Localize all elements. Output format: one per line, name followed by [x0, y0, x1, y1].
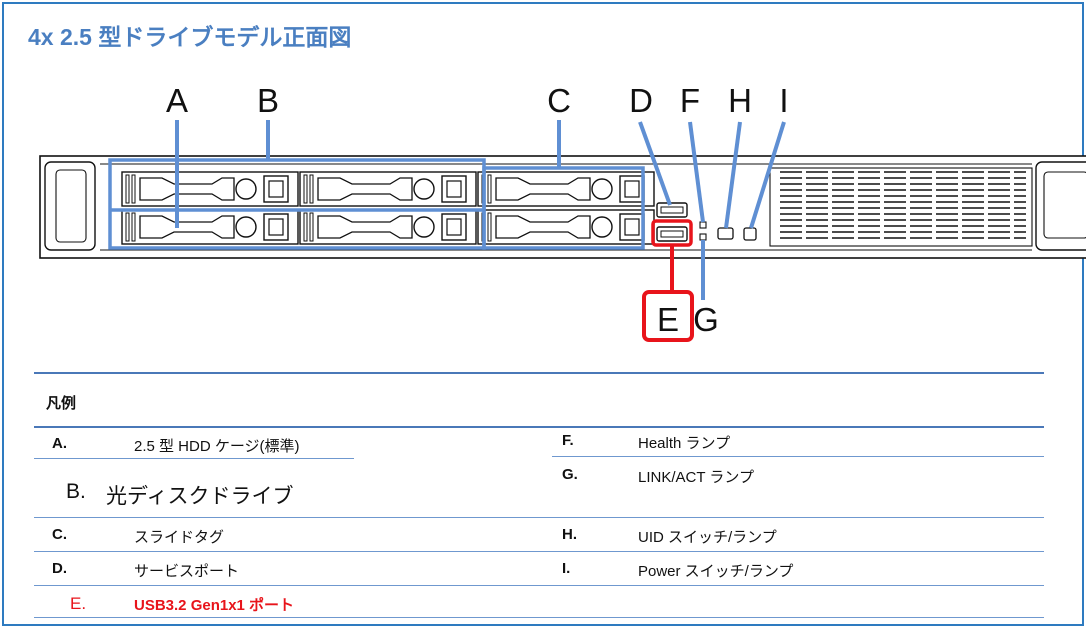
legend-key-h: H.	[562, 526, 577, 543]
callout-line-f	[688, 121, 705, 223]
drive-bay-3	[299, 171, 477, 207]
callout-line-d	[638, 121, 672, 206]
callout-label-i: I	[779, 82, 788, 119]
callout-box-e	[642, 290, 694, 342]
legend-key-f: F.	[562, 432, 574, 449]
legend-row-rule-2	[34, 517, 1044, 518]
callout-label-h: H	[728, 82, 752, 119]
legend-label-d: サービスポート	[134, 563, 240, 580]
callout-label-c: C	[547, 82, 571, 119]
drive-bay-5	[477, 171, 655, 207]
legend-key-g: G.	[562, 466, 578, 483]
legend-row-rule-5	[34, 617, 1044, 618]
callout-line-i	[749, 121, 786, 229]
callout-label-e: E	[657, 301, 679, 338]
page-title: 4x 2.5 型ドライブモデル正面図	[28, 24, 352, 50]
legend-title: 凡例	[46, 395, 77, 412]
callout-overlays	[108, 120, 786, 300]
server-chassis	[39, 155, 1086, 259]
legend-label-e: USB3.2 Gen1x1 ポート	[134, 597, 295, 614]
callout-label-f: F	[680, 82, 700, 119]
legend-top-rule	[34, 372, 1044, 374]
legend-key-b: B.	[66, 480, 86, 503]
drive-bay-1	[121, 171, 299, 207]
callout-label-a: A	[166, 82, 188, 119]
callout-box-c	[482, 166, 645, 250]
legend-key-i: I.	[562, 560, 571, 577]
callout-label-b: B	[257, 82, 279, 119]
highlight-e	[642, 219, 694, 342]
legend-key-c: C.	[52, 526, 67, 543]
power-switch	[743, 227, 757, 241]
legend-key-e: E.	[70, 594, 87, 613]
left-rack-ear	[44, 161, 96, 251]
drive-bay-6	[477, 209, 655, 245]
drive-bay-2	[121, 209, 299, 245]
right-rack-ear	[1035, 161, 1086, 251]
legend-label-h: UID スイッチ/ランプ	[638, 529, 777, 546]
legend-label-i: Power スイッチ/ランプ	[638, 563, 794, 580]
legend-label-f: Health ランプ	[638, 435, 731, 452]
legend-header-rule	[34, 426, 1044, 428]
legend-row-rule-1b	[552, 456, 1044, 457]
legend-key-a: A.	[52, 435, 67, 452]
drive-bay-4	[299, 209, 477, 245]
legend-row-rule-4	[34, 585, 1044, 586]
uid-switch	[717, 227, 734, 240]
legend-label-c: スライドタグ	[134, 529, 225, 546]
vent-grille	[769, 167, 1033, 247]
callout-label-g: G	[693, 301, 719, 338]
legend-label-a: 2.5 型 HDD ケージ(標準)	[134, 438, 300, 455]
legend-key-d: D.	[52, 560, 67, 577]
legend-row-rule-3	[34, 551, 1044, 552]
callout-label-d: D	[629, 82, 653, 119]
legend-label-b: 光ディスクドライブ	[106, 485, 294, 508]
legend-label-g: LINK/ACT ランプ	[638, 469, 754, 486]
callout-line-h	[724, 121, 742, 229]
legend-row-rule-1a	[34, 458, 354, 459]
